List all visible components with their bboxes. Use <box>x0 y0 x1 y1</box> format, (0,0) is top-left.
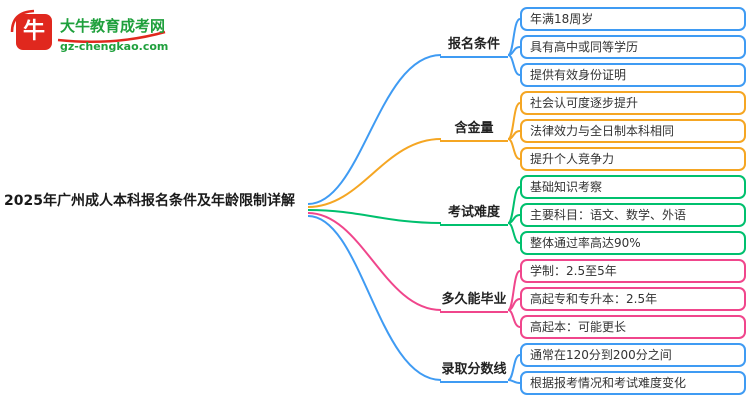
site-logo: 牛 大牛教育成考网 gz-chengkao.com <box>12 10 202 62</box>
branch-label-signup-conditions: 报名条件 <box>440 33 508 58</box>
leaf-node: 整体通过率高达90% <box>520 231 746 255</box>
leaf-node: 基础知识考察 <box>520 175 746 199</box>
leaf-node: 具有高中或同等学历 <box>520 35 746 59</box>
branch1-leaf-curves <box>507 18 521 76</box>
branch4-leaf-curves <box>507 270 521 328</box>
branch-label-value: 含金量 <box>440 117 508 142</box>
leaf-node: 法律效力与全日制本科相同 <box>520 119 746 143</box>
leaf-node: 高起本：可能更长 <box>520 315 746 339</box>
logo-title: 大牛教育成考网 <box>60 17 166 35</box>
main-branch-curves <box>307 54 442 381</box>
logo-domain: gz-chengkao.com <box>60 40 169 53</box>
branch-label-admission-score: 录取分数线 <box>440 358 508 383</box>
leaf-node: 提升个人竞争力 <box>520 147 746 171</box>
branch2-leaf-curves <box>507 102 521 160</box>
leaf-node: 高起专和专升本：2.5年 <box>520 287 746 311</box>
leaf-node: 社会认可度逐步提升 <box>520 91 746 115</box>
central-topic: 2025年广州成人本科报名条件及年龄限制详解 <box>4 193 295 209</box>
leaf-node: 主要科目：语文、数学、外语 <box>520 203 746 227</box>
branch5-leaf-curves <box>507 354 521 384</box>
leaf-node: 通常在120分到200分之间 <box>520 343 746 367</box>
leaf-node: 学制：2.5至5年 <box>520 259 746 283</box>
branch-label-exam-difficulty: 考试难度 <box>440 201 508 226</box>
branch-label-graduation-time: 多久能毕业 <box>440 288 508 313</box>
leaf-node: 年满18周岁 <box>520 7 746 31</box>
leaf-node: 根据报考情况和考试难度变化 <box>520 371 746 395</box>
leaf-node: 提供有效身份证明 <box>520 63 746 87</box>
logo-ox-icon: 牛 <box>16 14 52 50</box>
branch3-leaf-curves <box>507 186 521 244</box>
